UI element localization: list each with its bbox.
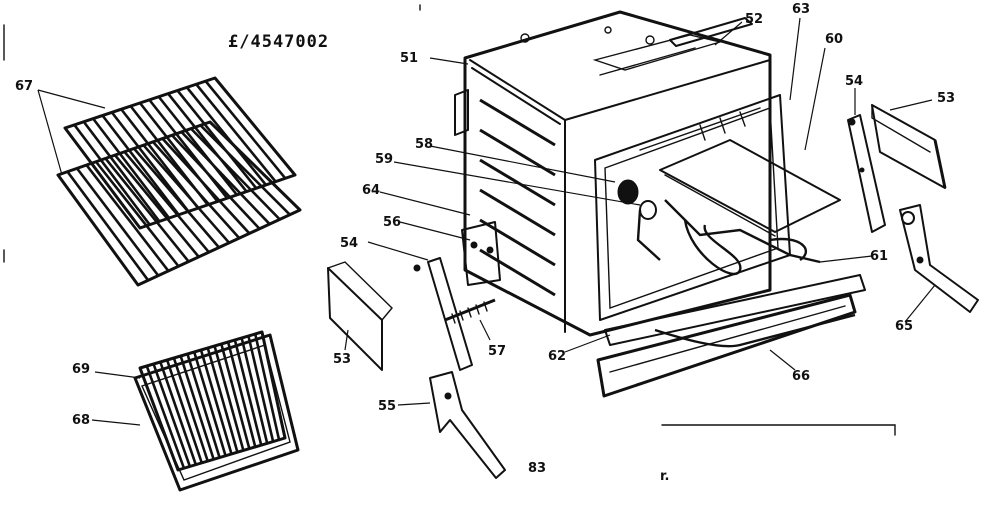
rack-wire: [190, 127, 281, 221]
part-label-65: 65: [895, 319, 913, 334]
part-label-53-right: 53: [937, 91, 955, 106]
corner-marks: [3, 4, 896, 436]
pan-grate-bar: [199, 349, 233, 455]
rack-wire: [204, 80, 287, 180]
part-label-61: 61: [870, 249, 888, 264]
pan-grate-bar: [240, 337, 269, 444]
broil-element: [617, 179, 821, 276]
left-mount-bracket: [461, 221, 501, 286]
part-label-52: 52: [745, 12, 763, 27]
pan-grate-bar: [233, 339, 263, 446]
rack-wire: [167, 92, 248, 193]
rack-wire: [199, 124, 291, 216]
rack-wire: [85, 164, 170, 272]
broil-pan-insert: [138, 330, 287, 472]
lower-frame: [596, 274, 866, 398]
part-label-59: 59: [375, 152, 393, 167]
model-number: £/4547002: [228, 32, 329, 52]
rack-wire: [66, 170, 150, 282]
rack-wire: [133, 147, 220, 249]
rack-wire: [152, 141, 241, 239]
pan-grate-bar: [145, 365, 186, 469]
part-label-64: 64: [362, 183, 380, 198]
pan-grate-bar: [179, 355, 215, 460]
pan-grate-bar: [213, 345, 245, 451]
part-label-60: 60: [825, 32, 843, 47]
pan-grate-bar: [226, 341, 257, 448]
part-label-67: 67: [15, 79, 33, 94]
pan-grate-bar: [172, 357, 209, 462]
part-label-56: 56: [383, 215, 401, 230]
rack-wire: [94, 160, 180, 268]
page-code: 83: [528, 461, 546, 476]
part-label-63: 63: [792, 2, 810, 17]
rack-wire: [73, 124, 151, 226]
part-label-66: 66: [792, 369, 810, 384]
rack-wire: [82, 120, 161, 223]
rack-wire: [142, 144, 231, 244]
part-label-55: 55: [378, 399, 396, 414]
pan-grate-bar: [152, 363, 192, 467]
pan-grate-bar: [247, 335, 275, 442]
pan-grate-bar: [220, 343, 251, 450]
rack-wire: [92, 117, 171, 219]
right-hinge: [899, 204, 979, 313]
rack-wire: [180, 131, 271, 225]
rack-wire: [157, 95, 238, 196]
right-slide-bracket: [847, 114, 886, 233]
oven-cavity: [454, 10, 791, 337]
oven-rack-lower: [56, 120, 302, 287]
rack-wire: [101, 114, 180, 216]
part-label-58: 58: [415, 137, 433, 152]
right-side-panel: [871, 104, 947, 189]
pan-grate-bar: [186, 353, 221, 458]
pan-grate-bar: [253, 333, 281, 441]
left-side-panel: [327, 261, 393, 371]
part-label-62: 62: [548, 349, 566, 364]
oven-rack-upper: [63, 76, 297, 230]
leader-lines: [37, 17, 936, 426]
rack-wire: [176, 89, 258, 190]
rack-wire: [104, 157, 190, 263]
rack-wire: [171, 134, 261, 230]
left-hinge: [429, 371, 506, 479]
part-label-53-left: 53: [333, 352, 351, 367]
part-label-54-right: 54: [845, 74, 863, 89]
baffle-plate: [659, 139, 841, 237]
pan-grate-bar: [159, 361, 198, 466]
part-label-51: 51: [400, 51, 418, 66]
pan-grate-bar: [165, 359, 204, 464]
rack-wire: [110, 111, 190, 213]
rack-wire: [195, 83, 277, 183]
rack-wire: [75, 167, 160, 277]
part-label-69: 69: [72, 362, 90, 377]
part-label-68: 68: [72, 413, 90, 428]
top-trim-strip: [669, 17, 753, 47]
pan-grate-bar: [206, 347, 239, 453]
part-label-54-left: 54: [340, 236, 358, 251]
part-label-57: 57: [488, 344, 506, 359]
side-mark: r.: [660, 469, 670, 484]
rack-wire: [161, 137, 251, 235]
pan-grate-bar: [192, 351, 227, 457]
spring: [444, 298, 496, 324]
rack-wire: [113, 154, 200, 258]
left-slide-bracket: [413, 257, 473, 371]
rack-wire: [123, 150, 210, 254]
